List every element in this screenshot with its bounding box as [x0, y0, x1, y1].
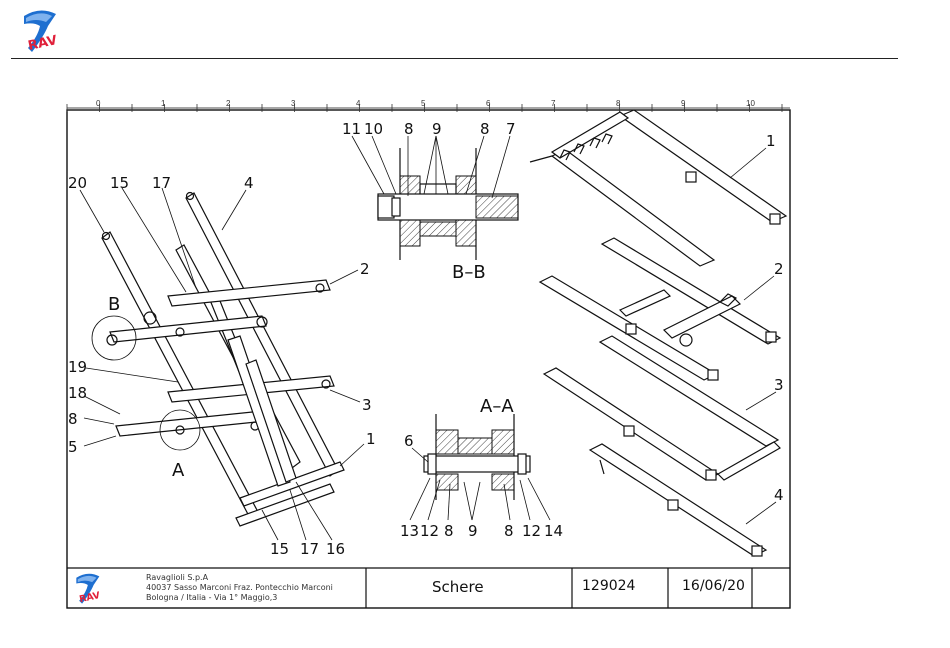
ruler-tick-4: 4 [356, 99, 361, 108]
section-aa-view [410, 414, 550, 520]
part-callout-2: 2 [774, 260, 784, 278]
part-callout-4: 4 [774, 486, 784, 504]
callout-19: 19 [68, 358, 87, 376]
company-address: 40037 Sasso Marconi Fraz. Pontecchio Mar… [146, 583, 333, 592]
aa-callout-12-right: 12 [522, 522, 541, 540]
aa-callout-8-right: 8 [504, 522, 514, 540]
callout-15-top: 15 [110, 174, 129, 192]
exploded-parts-view [530, 110, 786, 556]
callout-20: 20 [68, 174, 87, 192]
drawing-code: 129024 [582, 578, 636, 594]
callout-8: 8 [68, 410, 78, 428]
ruler-tick-9: 9 [681, 99, 686, 108]
ruler-tick-8: 8 [616, 99, 621, 108]
aa-callout-13: 13 [400, 522, 419, 540]
part-callout-1: 1 [766, 132, 776, 150]
callout-16: 16 [326, 540, 345, 558]
ruler-tick-2: 2 [226, 99, 231, 108]
callout-a: A [172, 460, 185, 481]
aa-callout-12-left: 12 [420, 522, 439, 540]
drawing-date: 16/06/20 [682, 578, 745, 594]
aa-callout-8-left: 8 [444, 522, 454, 540]
scissor-assembly-view [80, 188, 364, 540]
title-block-logo-text: RAV [78, 590, 102, 605]
bb-callout-10: 10 [364, 120, 383, 138]
callout-3: 3 [362, 396, 372, 414]
ruler-tick-7: 7 [551, 99, 556, 108]
ruler-tick-3: 3 [291, 99, 296, 108]
section-bb-view [352, 136, 518, 260]
part-callout-3: 3 [774, 376, 784, 394]
callout-17-top: 17 [152, 174, 171, 192]
ruler-tick-6: 6 [486, 99, 491, 108]
ruler-tick-5: 5 [421, 99, 426, 108]
aa-callout-14: 14 [544, 522, 563, 540]
aa-callout-6: 6 [404, 432, 414, 450]
bb-callout-7: 7 [506, 120, 516, 138]
bb-callout-9: 9 [432, 120, 442, 138]
drawing-title: Schere [432, 578, 484, 596]
ruler-tick-0: 0 [96, 99, 101, 108]
callout-5: 5 [68, 438, 78, 456]
aa-callout-9: 9 [468, 522, 478, 540]
bb-callout-8-right: 8 [480, 120, 490, 138]
callout-4: 4 [244, 174, 254, 192]
company-city: Bologna / Italia - Via 1° Maggio,3 [146, 593, 277, 602]
bb-callout-11: 11 [342, 120, 361, 138]
ruler-tick-1: 1 [161, 99, 166, 108]
callout-17-bottom: 17 [300, 540, 319, 558]
callout-18: 18 [68, 384, 87, 402]
title-block: RAV Ravaglioli S.p.A 40037 Sasso Marconi… [67, 568, 790, 608]
section-aa-label: A–A [480, 396, 514, 417]
scissor-callouts: 20 15 17 4 2 B 19 18 8 5 A 3 1 15 17 16 [68, 174, 376, 558]
section-bb-label: B–B [452, 262, 486, 283]
callout-b: B [108, 294, 120, 315]
company-name: Ravaglioli S.p.A [146, 573, 209, 582]
callout-1: 1 [366, 430, 376, 448]
callout-2: 2 [360, 260, 370, 278]
ruler-tick-10: 10 [746, 99, 755, 108]
title-block-logo: RAV [76, 574, 102, 605]
bb-callout-8-left: 8 [404, 120, 414, 138]
callout-15-bottom: 15 [270, 540, 289, 558]
